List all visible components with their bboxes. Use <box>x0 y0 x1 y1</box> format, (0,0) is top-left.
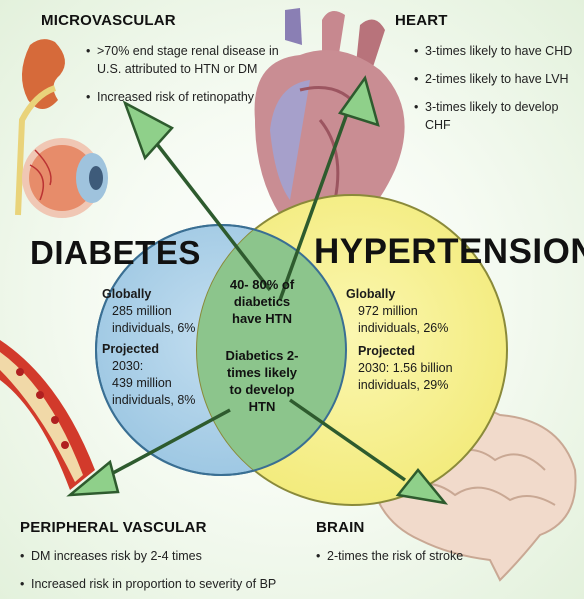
hypertension-globally-value: 972 million individuals, 26% <box>358 304 449 335</box>
list-item: 2-times likely to have LVH <box>414 70 582 88</box>
diabetes-projected-value: 439 million individuals, 8% <box>112 376 196 407</box>
arrow-peripheral-head <box>66 459 120 497</box>
hypertension-globally-label: Globally <box>346 287 396 301</box>
overlap-text-2: Diabetics 2-times likely to develop HTN <box>225 348 299 414</box>
peripheral-list: DM increases risk by 2-4 times Increased… <box>20 547 320 603</box>
arrow-microvascular-head <box>122 100 174 161</box>
arrows <box>99 104 406 482</box>
diabetes-stats: Globally 285 million individuals, 6% Pro… <box>102 286 218 409</box>
diabetes-globally-value: 285 million individuals, 6% <box>112 304 196 335</box>
list-item: Increased risk in proportion to severity… <box>20 575 320 593</box>
diabetes-projected-year: 2030: <box>112 359 144 373</box>
arrow-heart-head <box>337 75 380 127</box>
diabetes-projected-label: Projected <box>102 342 159 356</box>
arrow-microvascular-shaft <box>148 133 272 292</box>
eye-icon <box>22 138 108 218</box>
heart-list: 3-times likely to have CHD 2-times likel… <box>414 42 582 144</box>
heart-heading: HEART <box>395 12 448 29</box>
arrow-brain-head <box>395 468 449 505</box>
arrow-heart-shaft <box>278 104 352 301</box>
list-item: 3-times likely to have CHD <box>414 42 582 60</box>
blood-vessel-icon <box>0 340 95 490</box>
hypertension-projected-value: 2030: 1.56 billion individuals, 29% <box>358 361 453 392</box>
peripheral-heading: PERIPHERAL VASCULAR <box>20 519 207 536</box>
diabetes-title: DIABETES <box>30 234 201 271</box>
arrow-brain-shaft <box>289 398 406 482</box>
hypertension-projected-label: Projected <box>358 344 415 358</box>
list-item: >70% end stage renal disease in U.S. att… <box>86 42 286 78</box>
diabetes-globally-label: Globally <box>102 287 152 301</box>
list-item: 2-times the risk of stroke <box>316 547 516 565</box>
hypertension-title: HYPERTENSION <box>314 232 584 271</box>
list-item: 3-times likely to develop CHF <box>414 98 582 134</box>
overlap-region <box>197 225 346 475</box>
microvascular-list: >70% end stage renal disease in U.S. att… <box>86 42 286 116</box>
brain-list: 2-times the risk of stroke <box>316 547 516 575</box>
brain-heading: BRAIN <box>316 519 365 536</box>
overlap-text-1: 40- 80% of diabetics have HTN <box>229 277 295 326</box>
hypertension-stats: Globally 972 million individuals, 26% Pr… <box>346 286 471 394</box>
arrow-peripheral-shaft <box>99 408 231 482</box>
microvascular-heading: MICROVASCULAR <box>41 12 176 29</box>
kidney-icon <box>15 39 65 216</box>
list-item: DM increases risk by 2-4 times <box>20 547 320 565</box>
list-item: Increased risk of retinopathy <box>86 88 286 106</box>
